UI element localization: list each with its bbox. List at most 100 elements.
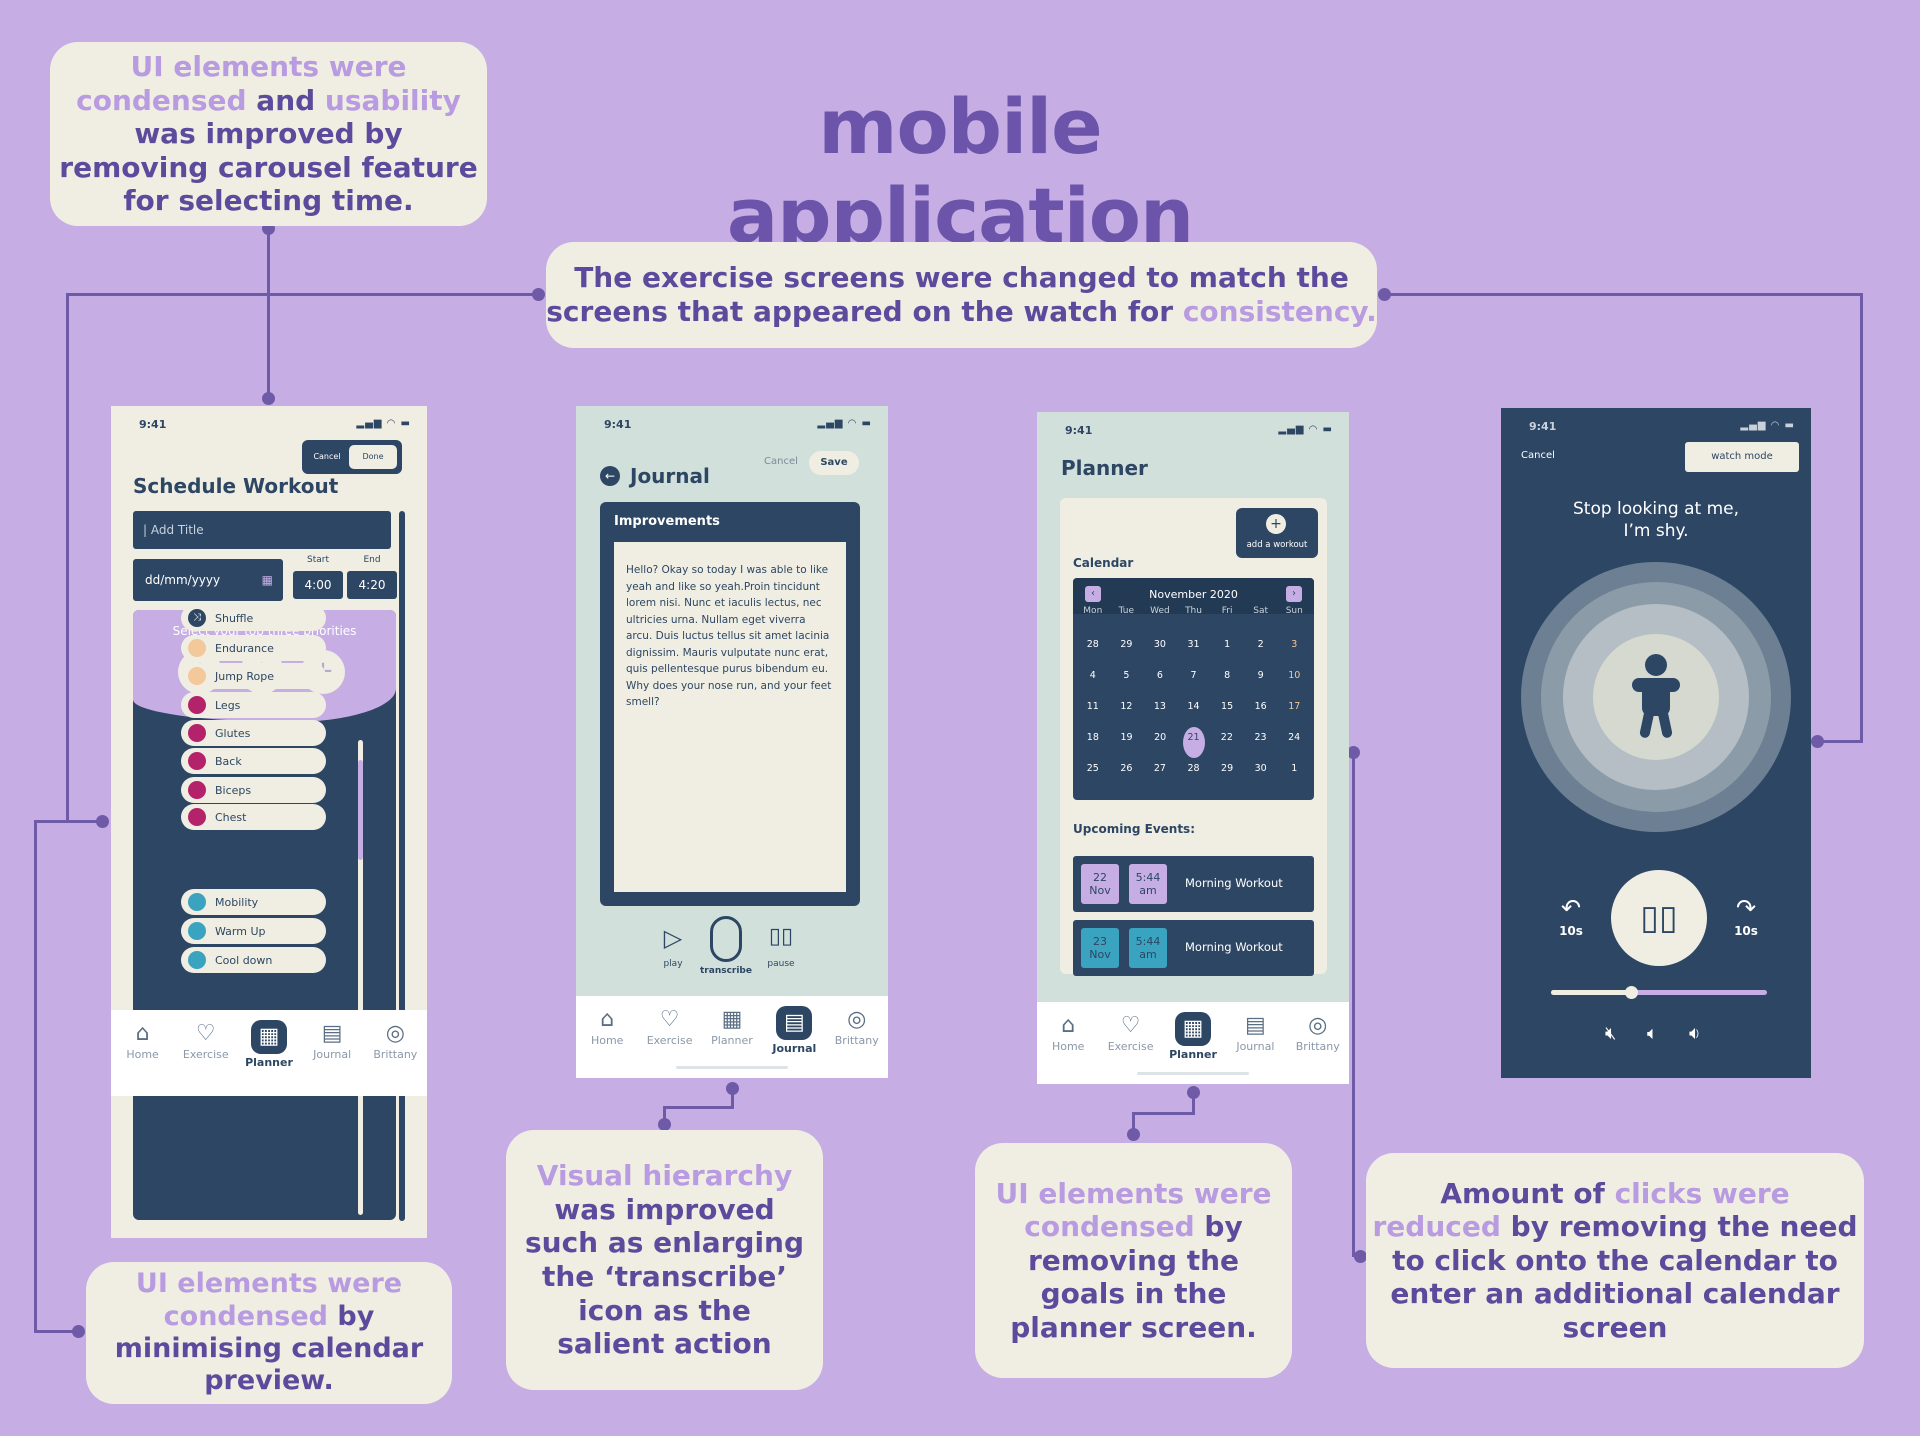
done-button[interactable]: Done [349,445,397,469]
calendar-day[interactable]: 12 [1120,701,1133,712]
priority-item-back[interactable]: Back [181,748,326,774]
scrollbar[interactable] [399,511,405,1221]
home-icon: ⌂ [135,1021,150,1046]
priority-item-cool-down[interactable]: Cool down [181,947,326,973]
profile-icon: ◎ [847,1007,867,1032]
cancel-button[interactable]: Cancel [764,456,798,467]
calendar-week: 18 19 20 21 22 23 24 [1076,727,1311,758]
calendar-day[interactable]: 22 [1220,732,1233,743]
nav-planner[interactable]: ▦Planner [241,1020,297,1069]
priority-item-warm-up[interactable]: Warm Up [181,918,326,944]
list-scrollbar[interactable] [358,740,363,1215]
pause-icon[interactable]: ▯▯ [768,924,794,949]
play-label: play [663,959,683,969]
priority-item-mobility[interactable]: Mobility [181,889,326,915]
calendar-day[interactable]: 11 [1086,701,1099,712]
nav-exercise[interactable]: ♡Exercise [642,1006,698,1047]
progress-handle[interactable] [1624,986,1638,999]
volume-high-icon[interactable]: 🔉︎ [1689,1023,1701,1044]
calendar-day[interactable]: 26 [1120,763,1133,774]
calendar-day[interactable]: 28 [1187,763,1200,774]
priority-item-biceps[interactable]: Biceps [181,777,326,803]
calendar-day[interactable]: 14 [1187,701,1200,712]
mute-icon[interactable]: 🔇︎ [1605,1023,1617,1044]
calendar-day[interactable]: 16 [1254,701,1267,712]
date-field[interactable]: dd/mm/yyyy▦ [133,559,283,601]
calendar-day[interactable]: 18 [1086,732,1099,743]
nav-home[interactable]: ⌂Home [115,1020,171,1061]
nav-exercise[interactable]: ♡Exercise [1103,1012,1159,1053]
priority-item-endurance[interactable]: Endurance [181,635,326,661]
prev-month-icon[interactable]: ‹ [1085,586,1101,602]
priority-item-glutes[interactable]: Glutes [181,720,326,746]
calendar-day-selected[interactable]: 21 [1182,727,1205,758]
nav-profile[interactable]: ◎Brittany [829,1006,885,1047]
nav-label: Planner [1169,1048,1217,1061]
calendar-day[interactable]: 30 [1254,763,1267,774]
add-workout-button[interactable]: + add a workout [1236,508,1318,558]
calendar-day[interactable]: 15 [1221,701,1234,712]
priority-item-jump-rope[interactable]: Jump Rope [181,663,326,689]
cancel-button[interactable]: Cancel [1521,450,1555,461]
rewind-icon[interactable]: ↶ [1560,894,1582,922]
heart-icon: ♡ [1120,1013,1141,1038]
calendar-day[interactable]: 20 [1154,732,1167,743]
calendar-day[interactable]: 3 [1291,639,1298,650]
motivation-text: Stop looking at me,I’m shy. [1501,498,1811,542]
calendar-day[interactable]: 10 [1288,670,1301,681]
pause-button[interactable]: ▯▯ [1611,870,1707,966]
calendar-day[interactable]: 1 [1291,763,1298,774]
calendar-day[interactable]: 13 [1153,701,1166,712]
back-icon[interactable]: ← [600,466,620,486]
calendar-day[interactable]: 2 [1257,639,1264,650]
calendar-day[interactable]: 8 [1224,670,1231,681]
calendar-day[interactable]: 28 [1086,639,1099,650]
calendar-day[interactable]: 19 [1120,732,1133,743]
calendar-day[interactable]: 7 [1190,670,1197,681]
calendar-day[interactable]: 17 [1288,701,1301,712]
priority-label: Biceps [215,783,252,797]
calendar-day[interactable]: 1 [1224,639,1231,650]
calendar-day[interactable]: 6 [1156,670,1163,681]
nav-journal[interactable]: ▤Journal [304,1020,360,1061]
nav-home[interactable]: ⌂Home [579,1006,635,1047]
title-input[interactable]: | Add Title [133,511,391,549]
transcribe-icon[interactable] [710,916,742,962]
calendar-day[interactable]: 24 [1288,732,1301,743]
calendar-day[interactable]: 29 [1120,639,1133,650]
priority-item-legs[interactable]: Legs [181,692,326,718]
calendar-day[interactable]: 31 [1187,639,1200,650]
volume-low-icon[interactable]: 🔈︎ [1647,1023,1658,1044]
play-icon[interactable]: ▷ [663,924,683,952]
calendar-day[interactable]: 4 [1089,670,1096,681]
nav-planner[interactable]: ▦Planner [704,1006,760,1047]
priority-item-shuffle[interactable]: ⤨Shuffle [181,605,326,631]
calendar-day[interactable]: 30 [1153,639,1166,650]
nav-journal[interactable]: ▤Journal [766,1006,822,1055]
start-time-field[interactable]: 4:00 [293,571,343,599]
nav-home[interactable]: ⌂Home [1040,1012,1096,1053]
priority-item-chest[interactable]: Chest [181,804,326,830]
watch-mode-button[interactable]: watch mode [1685,442,1799,472]
calendar-day[interactable]: 29 [1221,763,1234,774]
nav-journal[interactable]: ▤Journal [1227,1012,1283,1053]
journal-entry-text[interactable]: Hello? Okay so today I was able to like … [614,542,846,892]
nav-exercise[interactable]: ♡Exercise [178,1020,234,1061]
calendar-day[interactable]: 27 [1153,763,1166,774]
save-button[interactable]: Save [809,451,859,475]
calendar-day[interactable]: 5 [1123,670,1130,681]
progress-track[interactable] [1551,986,1767,999]
calendar-day[interactable]: 23 [1254,732,1267,743]
calendar-day[interactable]: 25 [1086,763,1099,774]
cancel-button[interactable]: Cancel [313,452,341,461]
nav-profile[interactable]: ◎Brittany [1290,1012,1346,1053]
forward-icon[interactable]: ↷ [1735,894,1757,922]
nav-planner[interactable]: ▦Planner [1165,1012,1221,1061]
next-month-icon[interactable]: › [1286,586,1302,602]
nav-profile[interactable]: ◎Brittany [367,1020,423,1061]
end-time-field[interactable]: 4:20 [347,571,397,599]
shuffle-icon: ⤨ [188,609,206,627]
calendar-day[interactable]: 9 [1257,670,1264,681]
